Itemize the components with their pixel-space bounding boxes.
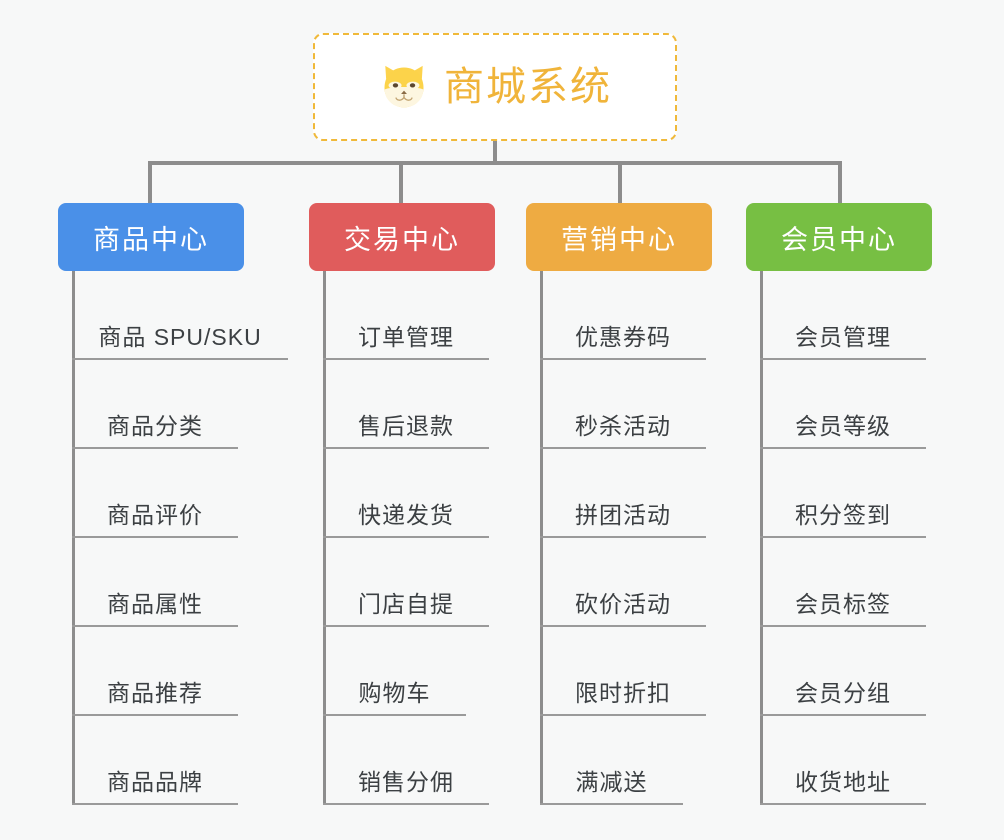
- leaf-label: 会员管理: [795, 324, 891, 350]
- leaf-label: 商品评价: [107, 502, 203, 528]
- leaf-item[interactable]: 满减送: [540, 716, 683, 805]
- branch-column-3: 营销中心 优惠券码 秒杀活动 拼团活动 砍价活动 限时折扣 满减送: [526, 203, 712, 805]
- leaf-label: 订单管理: [358, 324, 454, 350]
- branch-header-label: 营销中心: [561, 224, 677, 255]
- branch-header-label: 商品中心: [93, 224, 209, 255]
- leaf-label: 购物车: [358, 680, 431, 706]
- leaf-label: 满减送: [575, 769, 648, 795]
- leaf-item[interactable]: 收货地址: [760, 716, 926, 805]
- leaf-item[interactable]: 快递发货: [323, 449, 489, 538]
- leaf-item[interactable]: 拼团活动: [540, 449, 706, 538]
- leaf-item[interactable]: 商品品牌: [72, 716, 238, 805]
- branch-column-1: 商品中心 商品 SPU/SKU 商品分类 商品评价 商品属性 商品推荐 商品品牌: [58, 203, 288, 805]
- leaf-list-4: 会员管理 会员等级 积分签到 会员标签 会员分组 收货地址: [760, 271, 932, 805]
- leaf-spine: [760, 271, 763, 805]
- leaf-item[interactable]: 会员管理: [760, 271, 926, 360]
- leaf-item[interactable]: 限时折扣: [540, 627, 706, 716]
- leaf-spine: [540, 271, 543, 805]
- connector-root-stem: [493, 141, 497, 165]
- leaf-label: 快递发货: [358, 502, 454, 528]
- leaf-item[interactable]: 会员标签: [760, 538, 926, 627]
- leaf-item[interactable]: 会员分组: [760, 627, 926, 716]
- leaf-spine: [72, 271, 75, 805]
- leaf-label: 积分签到: [795, 502, 891, 528]
- leaf-label: 拼团活动: [575, 502, 671, 528]
- root-node[interactable]: 商城系统: [313, 33, 677, 141]
- connector-drop-1: [148, 161, 152, 205]
- shiba-dog-icon: [384, 65, 424, 108]
- leaf-item[interactable]: 商品属性: [72, 538, 238, 627]
- branch-column-4: 会员中心 会员管理 会员等级 积分签到 会员标签 会员分组 收货地址: [746, 203, 932, 805]
- leaf-spine: [323, 271, 326, 805]
- leaf-label: 门店自提: [358, 591, 454, 617]
- leaf-item[interactable]: 订单管理: [323, 271, 489, 360]
- leaf-label: 会员等级: [795, 413, 891, 439]
- leaf-label: 商品品牌: [107, 769, 203, 795]
- leaf-item[interactable]: 优惠券码: [540, 271, 706, 360]
- root-title: 商城系统: [444, 65, 612, 109]
- leaf-list-2: 订单管理 售后退款 快递发货 门店自提 购物车 销售分佣: [323, 271, 495, 805]
- branch-column-2: 交易中心 订单管理 售后退款 快递发货 门店自提 购物车 销售分佣: [309, 203, 495, 805]
- leaf-item[interactable]: 销售分佣: [323, 716, 489, 805]
- leaf-label: 限时折扣: [575, 680, 671, 706]
- leaf-item[interactable]: 商品分类: [72, 360, 238, 449]
- leaf-label: 会员分组: [795, 680, 891, 706]
- leaf-item[interactable]: 砍价活动: [540, 538, 706, 627]
- leaf-label: 收货地址: [795, 769, 891, 795]
- leaf-item[interactable]: 购物车: [323, 627, 466, 716]
- branch-header-1[interactable]: 商品中心: [58, 203, 244, 271]
- branch-header-4[interactable]: 会员中心: [746, 203, 932, 271]
- leaf-label: 商品属性: [107, 591, 203, 617]
- connector-drop-4: [838, 161, 842, 205]
- leaf-item[interactable]: 商品 SPU/SKU: [72, 271, 288, 360]
- branch-header-label: 交易中心: [344, 224, 460, 255]
- connector-horizontal-bus: [150, 161, 840, 165]
- leaf-label: 商品推荐: [107, 680, 203, 706]
- connector-drop-2: [399, 161, 403, 205]
- leaf-label: 商品 SPU/SKU: [98, 324, 262, 350]
- branch-header-3[interactable]: 营销中心: [526, 203, 712, 271]
- leaf-list-3: 优惠券码 秒杀活动 拼团活动 砍价活动 限时折扣 满减送: [540, 271, 712, 805]
- leaf-label: 会员标签: [795, 591, 891, 617]
- leaf-label: 秒杀活动: [575, 413, 671, 439]
- leaf-label: 砍价活动: [575, 591, 671, 617]
- branch-header-2[interactable]: 交易中心: [309, 203, 495, 271]
- leaf-list-1: 商品 SPU/SKU 商品分类 商品评价 商品属性 商品推荐 商品品牌: [72, 271, 288, 805]
- leaf-item[interactable]: 商品评价: [72, 449, 238, 538]
- connector-drop-3: [618, 161, 622, 205]
- branch-header-label: 会员中心: [781, 224, 897, 255]
- leaf-item[interactable]: 会员等级: [760, 360, 926, 449]
- leaf-label: 优惠券码: [575, 324, 671, 350]
- leaf-item[interactable]: 秒杀活动: [540, 360, 706, 449]
- leaf-item[interactable]: 门店自提: [323, 538, 489, 627]
- leaf-label: 销售分佣: [358, 769, 454, 795]
- leaf-item[interactable]: 积分签到: [760, 449, 926, 538]
- leaf-item[interactable]: 售后退款: [323, 360, 489, 449]
- leaf-label: 售后退款: [358, 413, 454, 439]
- leaf-item[interactable]: 商品推荐: [72, 627, 238, 716]
- leaf-label: 商品分类: [107, 413, 203, 439]
